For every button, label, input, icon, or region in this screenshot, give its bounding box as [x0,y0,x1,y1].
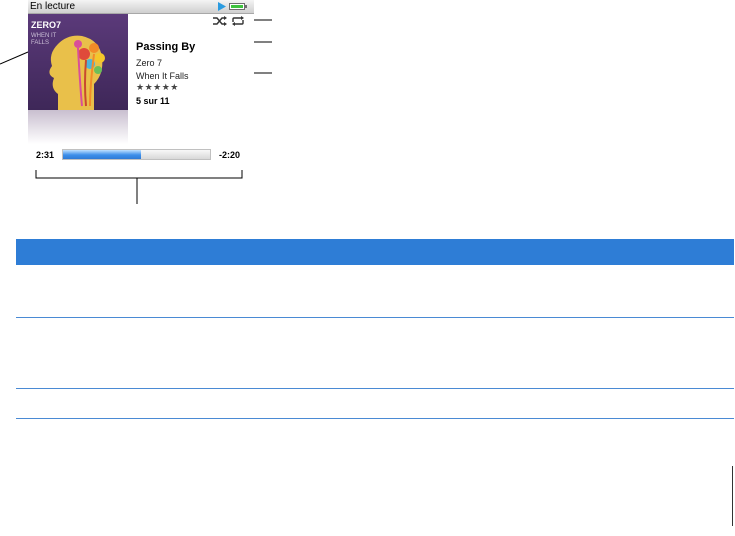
album-title-line2: FALLS [31,40,49,46]
song-title: Passing By [136,41,196,53]
screen-title: En lecture [30,1,76,12]
row-divider [16,388,734,389]
table-row [16,318,734,388]
time-remaining: -2:20 [219,150,241,160]
play-icon [218,2,226,11]
album-brand-text: ZERO7 [31,20,61,30]
table-row [16,265,734,317]
album-title-line1: WHEN IT [31,33,57,39]
page-edge-marker [732,466,733,526]
track-position: 5 sur 11 [136,96,170,106]
battery-icon [229,3,247,10]
album-art: ZERO7 WHEN IT FALLS [28,14,128,144]
time-elapsed: 2:31 [36,150,55,160]
table-row [16,389,734,418]
ipod-now-playing-screen: En lecture [28,0,254,170]
progress-bar[interactable] [62,149,211,160]
table-header [16,239,734,265]
progress-bar-fill [63,150,141,159]
row-divider [16,418,734,419]
repeat-icon [232,16,244,26]
shuffle-icon [213,16,227,26]
song-artist: Zero 7 [136,58,163,68]
row-divider [16,317,734,318]
status-bar: En lecture [28,0,254,14]
song-album: When It Falls [136,71,189,81]
song-rating-stars: ★★★★★ [136,82,179,92]
